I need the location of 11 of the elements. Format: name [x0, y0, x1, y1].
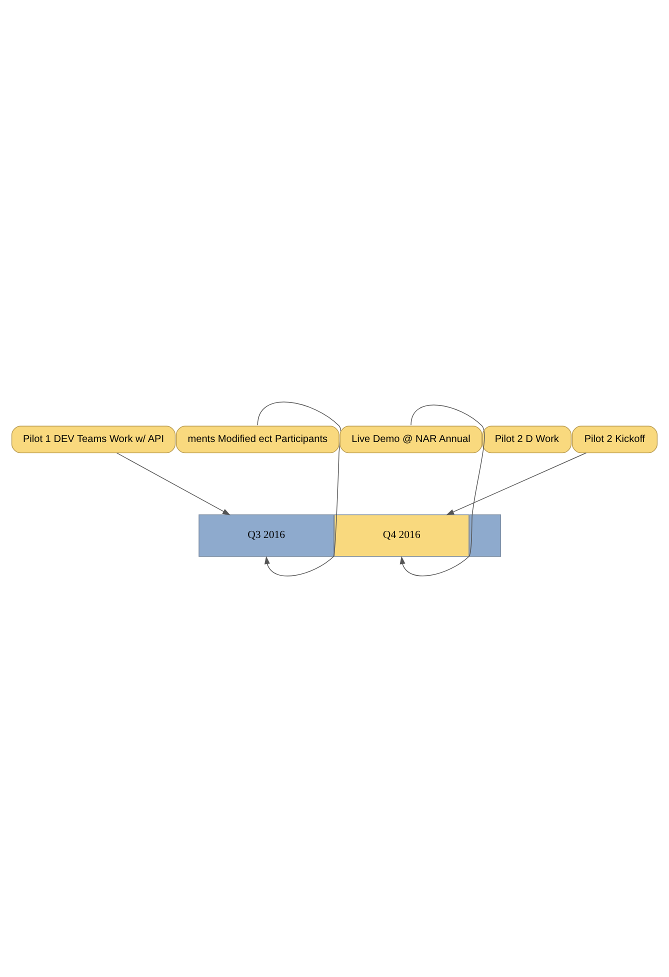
- node-box: Pilot 2 D Work: [482, 425, 572, 453]
- node-box: Pilot 1 DEV Teams Work w/ API: [11, 425, 176, 453]
- arrow: [446, 452, 587, 515]
- arrow: [116, 452, 230, 515]
- node-box: Live Demo @ NAR Annual: [340, 425, 482, 453]
- arrow: [400, 404, 485, 576]
- node-box: Q3 2016: [198, 514, 334, 556]
- node-box: Pilot 2 Kickoff: [572, 425, 658, 453]
- node-bar: [469, 514, 501, 556]
- node-box: Q4 2016: [334, 514, 470, 556]
- node-box: ments Modified ect Participants: [176, 425, 340, 453]
